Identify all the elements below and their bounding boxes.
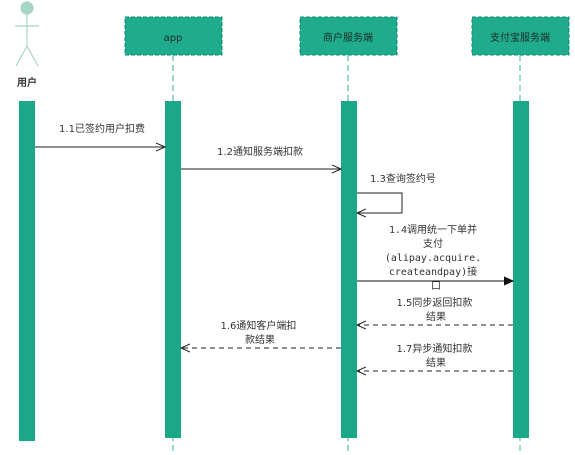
message-1-2-label: 1.2通知服务端扣款: [217, 145, 303, 158]
participant-alipay-label: 支付宝服务端: [490, 31, 550, 44]
message-1-7-label-line1: 1.7异步通知扣款: [396, 342, 472, 355]
message-1-2: 1.2通知服务端扣款: [181, 145, 341, 169]
message-1-4-label-line5: 口: [431, 281, 441, 292]
svg-text:1.1已签约用户扣费: 1.1已签约用户扣费: [59, 122, 145, 135]
participant-app-label: app: [164, 33, 183, 44]
message-1-6-label-line1: 1.6通知客户端扣: [220, 319, 296, 332]
participant-merchant-label: 商户服务端: [323, 31, 373, 44]
participant-alipay: 支付宝服务端: [471, 16, 570, 56]
message-1-3: 1.3查询签约号: [357, 172, 436, 213]
activation-app: [165, 101, 181, 438]
person-icon: [15, 1, 39, 67]
svg-text:1.5同步返回扣款 结果: 1.5同步返回扣款 结果: [396, 296, 475, 323]
message-1-4-label-line3: (alipay.acquire.: [385, 253, 481, 264]
svg-text:1.7异步通知扣款 结果: 1.7异步通知扣款 结果: [396, 342, 475, 369]
message-1-4-label-line1: 1.4调用统一下单并: [389, 223, 477, 236]
message-1-5-label-line1: 1.5同步返回扣款: [396, 296, 472, 309]
participant-app: app: [124, 16, 223, 56]
message-1-4-label-line4: createandpay)接: [389, 265, 477, 278]
activation-merchant: [341, 101, 357, 438]
message-1-4: 1.4调用统一下单并 支付 (alipay.acquire. createand…: [357, 223, 513, 292]
participant-merchant: 商户服务端: [299, 16, 398, 56]
message-1-5-label-line2: 结果: [426, 310, 446, 323]
message-1-6: 1.6通知客户端扣 款结果: [181, 319, 341, 348]
svg-text:1.2通知服务端扣款: 1.2通知服务端扣款: [217, 145, 303, 158]
activation-user: [19, 101, 35, 441]
actor-user: 用户: [15, 1, 39, 89]
svg-text:1.4调用统一下单并 支付 (ali: 1.4调用统一下单并 支付 (alipay.acquire. createand…: [385, 223, 487, 292]
message-1-6-label-line2: 款结果: [245, 333, 275, 346]
message-1-3-arrow: [357, 192, 403, 213]
message-1-4-label-line2: 支付: [423, 237, 443, 250]
message-1-5: 1.5同步返回扣款 结果: [357, 296, 513, 325]
message-1-3-label: 1.3查询签约号: [370, 172, 436, 185]
svg-text:1.6通知客户端扣 款结果: 1.6通知客户端扣 款结果: [220, 319, 299, 346]
activation-alipay: [513, 101, 529, 438]
message-1-7: 1.7异步通知扣款 结果: [357, 342, 513, 371]
message-1-1-label: 1.1已签约用户扣费: [59, 122, 145, 135]
message-1-7-label-line2: 结果: [426, 356, 446, 369]
svg-text:1.3查询签约号: 1.3查询签约号: [370, 172, 436, 185]
actor-user-label: 用户: [16, 76, 37, 89]
message-1-1: 1.1已签约用户扣费: [35, 122, 165, 147]
